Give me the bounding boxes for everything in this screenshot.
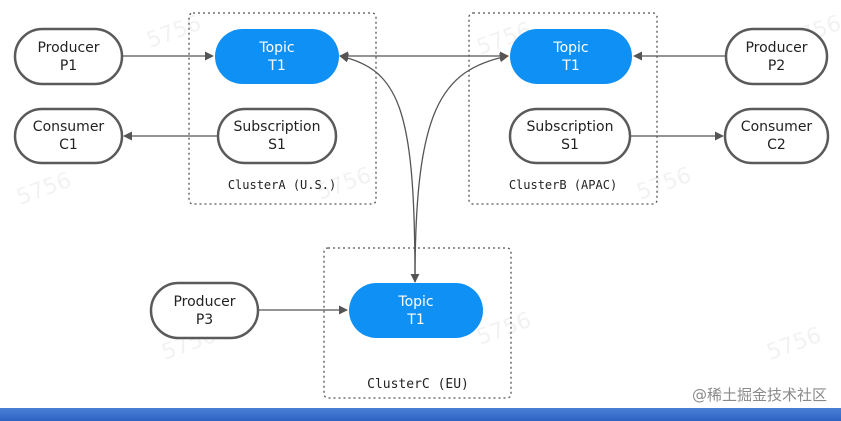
topic-b-id: T1 bbox=[561, 58, 579, 74]
cluster-c-label: ClusterC (EU) bbox=[367, 377, 469, 392]
watermark: 5756 bbox=[144, 11, 205, 54]
consumer-c1-node: Consumer C1 bbox=[13, 107, 124, 165]
producer-p2-title: Producer bbox=[745, 40, 807, 56]
producer-p1-node: Producer P1 bbox=[13, 27, 124, 86]
producer-p3-node: Producer P3 bbox=[149, 281, 260, 340]
topic-b-node: Topic T1 bbox=[510, 29, 632, 84]
source-credit: @稀土掘金技术社区 bbox=[691, 386, 827, 404]
topic-c-node: Topic T1 bbox=[349, 283, 483, 338]
producer-p2-id: P2 bbox=[768, 58, 785, 74]
consumer-c1-id: C1 bbox=[59, 137, 78, 153]
topic-a-node: Topic T1 bbox=[215, 29, 339, 84]
subscription-b-node: Subscription S1 bbox=[508, 107, 632, 165]
consumer-c2-node: Consumer C2 bbox=[723, 107, 830, 165]
edges bbox=[122, 51, 726, 315]
producer-p3-id: P3 bbox=[196, 312, 213, 328]
subscription-b-id: S1 bbox=[561, 137, 579, 153]
watermark: 5756 bbox=[634, 163, 695, 206]
producer-p3-title: Producer bbox=[173, 294, 235, 310]
topic-c-id: T1 bbox=[406, 312, 424, 328]
consumer-c1-title: Consumer bbox=[33, 119, 105, 135]
cluster-c: ClusterC (EU) bbox=[323, 247, 512, 399]
subscription-a-id: S1 bbox=[268, 137, 286, 153]
subscription-a-title: Subscription bbox=[234, 119, 321, 135]
cluster-a-label: ClusterA (U.S.) bbox=[228, 178, 336, 192]
topic-b-title: Topic bbox=[552, 40, 588, 56]
topic-a-title: Topic bbox=[258, 40, 294, 56]
watermark: 5756 bbox=[764, 323, 825, 366]
edge-topic-b-to-topic-c bbox=[414, 53, 509, 283]
topic-a-id: T1 bbox=[267, 58, 285, 74]
consumer-c2-id: C2 bbox=[767, 137, 786, 153]
producer-p2-node: Producer P2 bbox=[724, 27, 829, 86]
producer-p1-title: Producer bbox=[37, 40, 99, 56]
edge-topic-a-to-topic-c bbox=[339, 53, 420, 283]
subscription-b-title: Subscription bbox=[527, 119, 614, 135]
producer-p1-id: P1 bbox=[60, 58, 77, 74]
topic-c-title: Topic bbox=[397, 294, 433, 310]
watermark: 5756 bbox=[14, 168, 75, 211]
bottom-bar bbox=[0, 408, 841, 421]
cluster-b: ClusterB (APAC) bbox=[468, 12, 658, 205]
consumer-c2-title: Consumer bbox=[741, 119, 813, 135]
cluster-b-label: ClusterB (APAC) bbox=[509, 178, 617, 192]
subscription-a-node: Subscription S1 bbox=[216, 107, 338, 165]
